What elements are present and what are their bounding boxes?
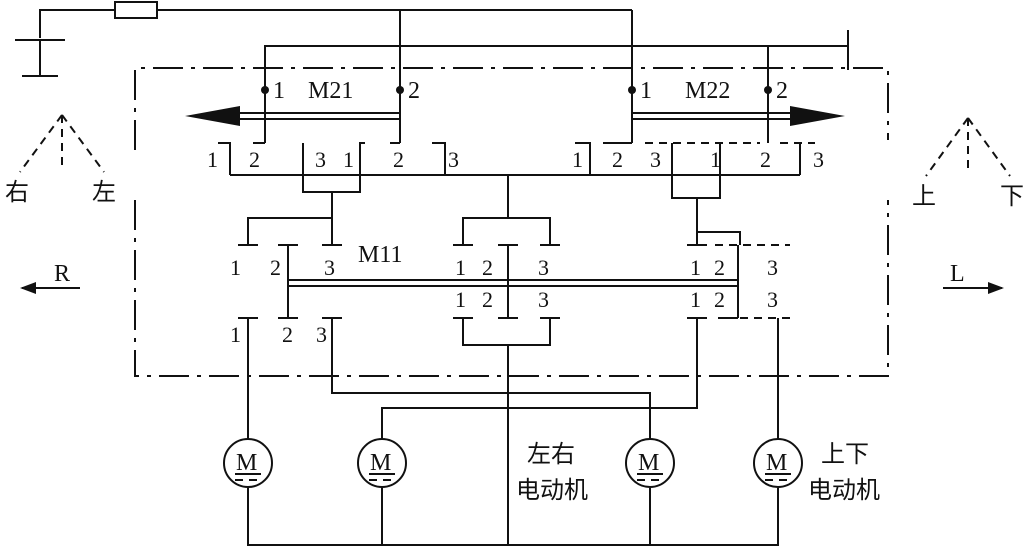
bottom-left-contacts: 1 2 3	[230, 317, 342, 347]
contact-label: 2	[612, 147, 623, 172]
switch-enclosure	[134, 67, 889, 377]
m11-label: M11	[358, 242, 402, 268]
upper-contacts-left: 1 2 3 1 2 3	[207, 142, 459, 218]
contact-label: 3	[316, 322, 327, 347]
contact-label: 1	[690, 287, 701, 312]
m21-contact-2: 2	[408, 78, 420, 104]
m22-switch: 1 2 M22	[628, 78, 845, 143]
contact-label: 3	[448, 147, 459, 172]
supply-lines	[15, 1, 849, 90]
m21-switch: 1 2 M21	[185, 78, 420, 143]
ud-motor-caption-1: 上下	[821, 440, 869, 468]
contact-label: 3	[538, 287, 549, 312]
contact-label: 2	[249, 147, 260, 172]
motor-symbol: M	[638, 450, 659, 476]
down-cn-label: 下	[1000, 182, 1024, 210]
motor-symbol: M	[236, 450, 257, 476]
fuse	[114, 1, 158, 19]
m22-contact-2: 2	[776, 78, 788, 104]
contact-label: 2	[760, 147, 771, 172]
r-label: R	[54, 261, 70, 287]
lr-motor-caption-1: 左右	[527, 440, 575, 468]
l-label: L	[950, 261, 965, 287]
contact-label: 1	[455, 255, 466, 280]
contact-label: 3	[767, 287, 778, 312]
m11-upper-contacts: 1 2 3 M11 1 2 3 1 2 3	[230, 217, 790, 280]
contact-label: 1	[690, 255, 701, 280]
motor-1: M	[223, 438, 273, 488]
contact-label: 2	[482, 255, 493, 280]
contact-label: 2	[393, 147, 404, 172]
contact-label: 2	[270, 255, 281, 280]
m11-shaft	[287, 245, 739, 318]
contact-label: 1	[572, 147, 583, 172]
contact-label: 3	[650, 147, 661, 172]
contact-label: 3	[315, 147, 326, 172]
right-arrow-icon	[790, 106, 845, 126]
arrow-right-icon	[988, 282, 1004, 294]
contact-label: 3	[767, 255, 778, 280]
contact-label: 1	[230, 255, 241, 280]
contact-label: 2	[714, 255, 725, 280]
contact-label: 1	[710, 147, 721, 172]
motor-symbol: M	[766, 450, 787, 476]
motor-2: M	[357, 438, 407, 488]
contact-label: 3	[813, 147, 824, 172]
contact-label: 3	[324, 255, 335, 280]
contact-label: 1	[230, 322, 241, 347]
arrow-left-icon	[20, 282, 36, 294]
up-cn-label: 上	[912, 182, 936, 210]
contact-label: 2	[282, 322, 293, 347]
ud-motor-caption-2: 电动机	[808, 476, 880, 504]
right-cn-label: 右	[5, 178, 29, 206]
up-down-indicator: 上 下 L	[912, 117, 1024, 294]
left-cn-label: 左	[92, 178, 116, 206]
left-right-indicator: 右 左 R	[5, 114, 116, 294]
motor-symbol: M	[370, 450, 391, 476]
contact-label: 1	[455, 287, 466, 312]
contact-label: 2	[482, 287, 493, 312]
contact-label: 2	[714, 287, 725, 312]
m11-lower-contacts: 1 2 3 1 2 3	[453, 287, 790, 545]
contact-label: 1	[207, 147, 218, 172]
motor-4: M	[753, 438, 803, 488]
contact-label: 3	[538, 255, 549, 280]
m21-contact-1: 1	[273, 78, 285, 104]
motor-3: M	[625, 438, 675, 488]
m21-label: M21	[308, 78, 353, 104]
lr-motor-caption-2: 电动机	[516, 476, 588, 504]
motor-wiring	[247, 318, 779, 546]
m22-contact-1: 1	[640, 78, 652, 104]
upper-contacts-right: 1 2 3 1 2 3	[445, 142, 824, 220]
m22-label: M22	[685, 78, 730, 104]
left-arrow-icon	[185, 106, 240, 126]
contact-label: 1	[343, 147, 354, 172]
